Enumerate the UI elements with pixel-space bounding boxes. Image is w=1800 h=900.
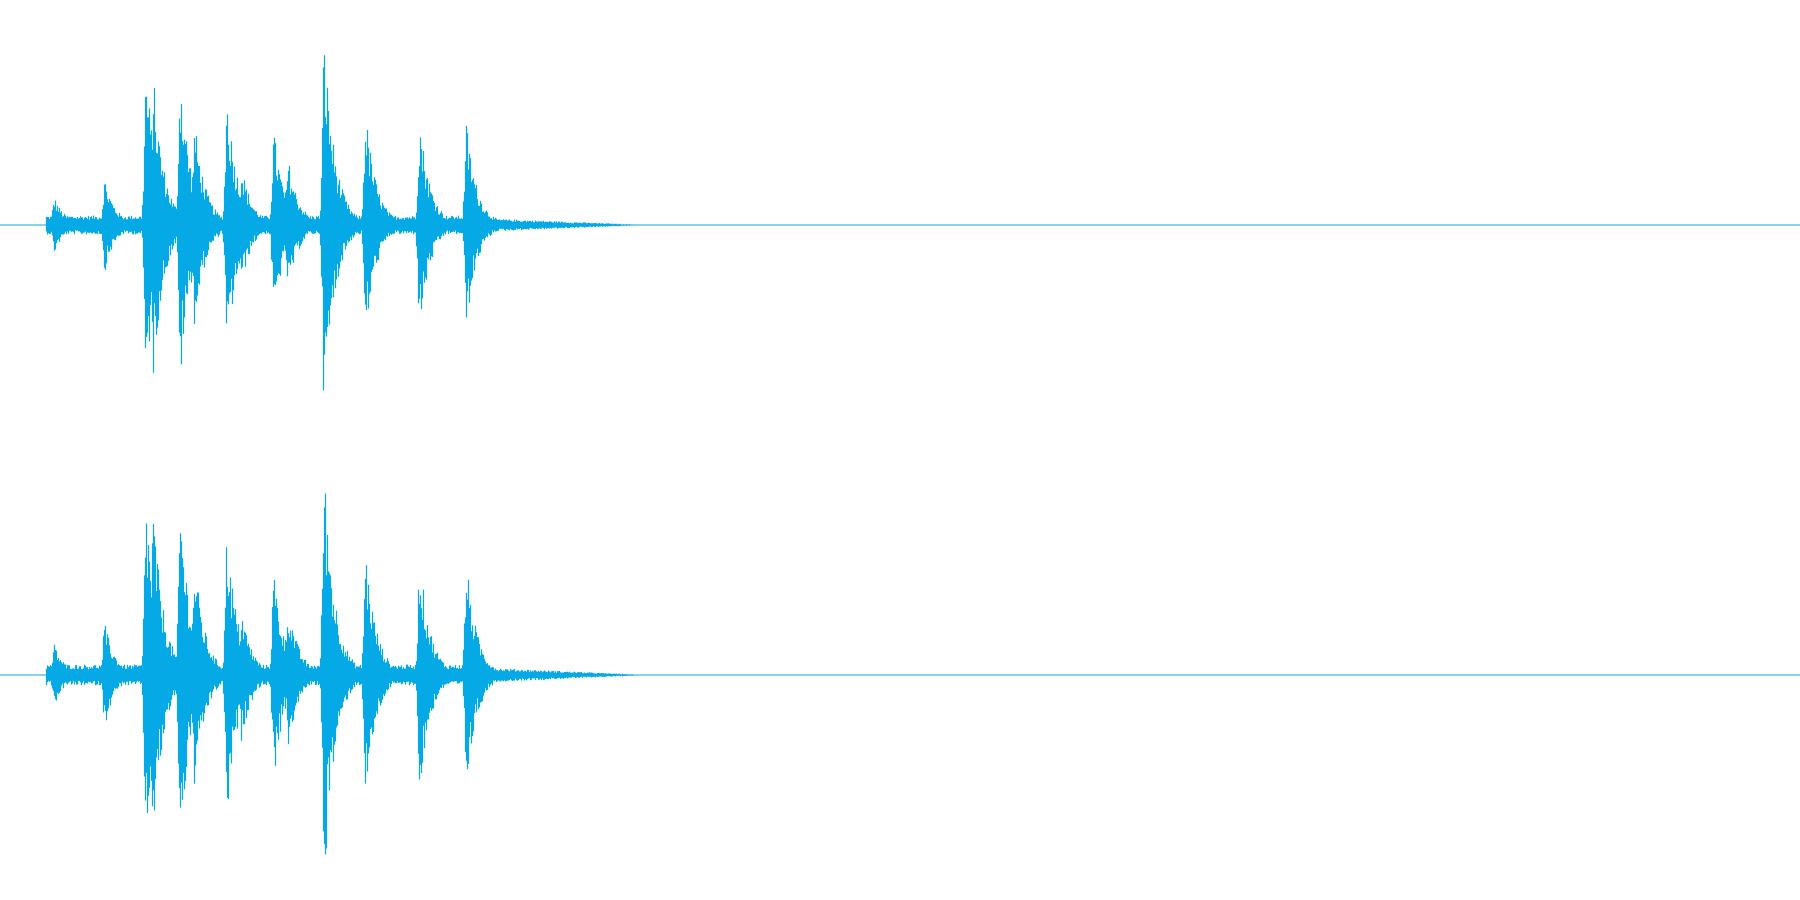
channel-top xyxy=(0,55,1800,391)
channel-bottom-waveform xyxy=(45,493,640,855)
channel-top-waveform xyxy=(45,55,640,391)
channel-bottom xyxy=(0,493,1800,855)
